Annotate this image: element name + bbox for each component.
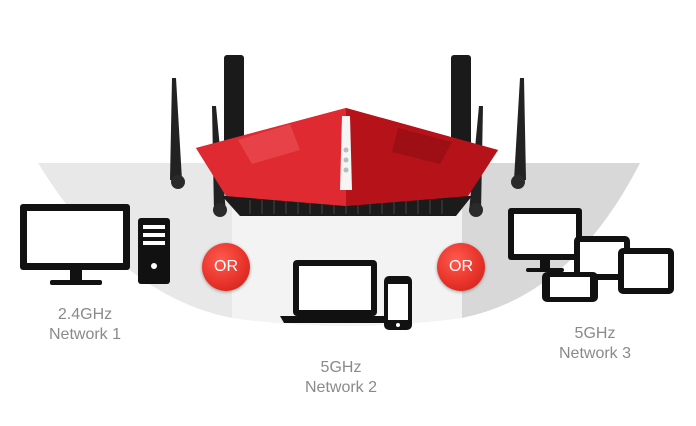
network-1-band: 2.4GHz xyxy=(57,306,113,323)
or-badge-right: OR xyxy=(437,243,485,291)
coverage-wedge-left xyxy=(38,163,232,318)
or-badge-left: OR xyxy=(202,243,250,291)
network-1-label: 2.4GHz Network 1 xyxy=(20,305,150,345)
router-icon xyxy=(170,55,526,217)
network-3-label: 5GHz Network 3 xyxy=(530,324,660,364)
tablet-icon xyxy=(574,236,630,280)
phone-landscape-icon xyxy=(542,272,598,302)
network-2-band: 5GHz xyxy=(320,359,362,376)
network-2-name: Network 2 xyxy=(304,379,378,396)
pc-tower-icon xyxy=(138,218,170,284)
desktop-monitor-icon xyxy=(20,204,130,285)
tablet-small-icon xyxy=(618,248,674,294)
monitor-icon xyxy=(508,208,582,272)
network-2-label: 5GHz Network 2 xyxy=(276,358,406,398)
network-3-band: 5GHz xyxy=(574,325,616,342)
network-3-name: Network 3 xyxy=(558,345,632,362)
smartphone-icon xyxy=(384,276,412,330)
laptop-icon xyxy=(280,260,390,323)
network-1-name: Network 1 xyxy=(48,326,122,343)
